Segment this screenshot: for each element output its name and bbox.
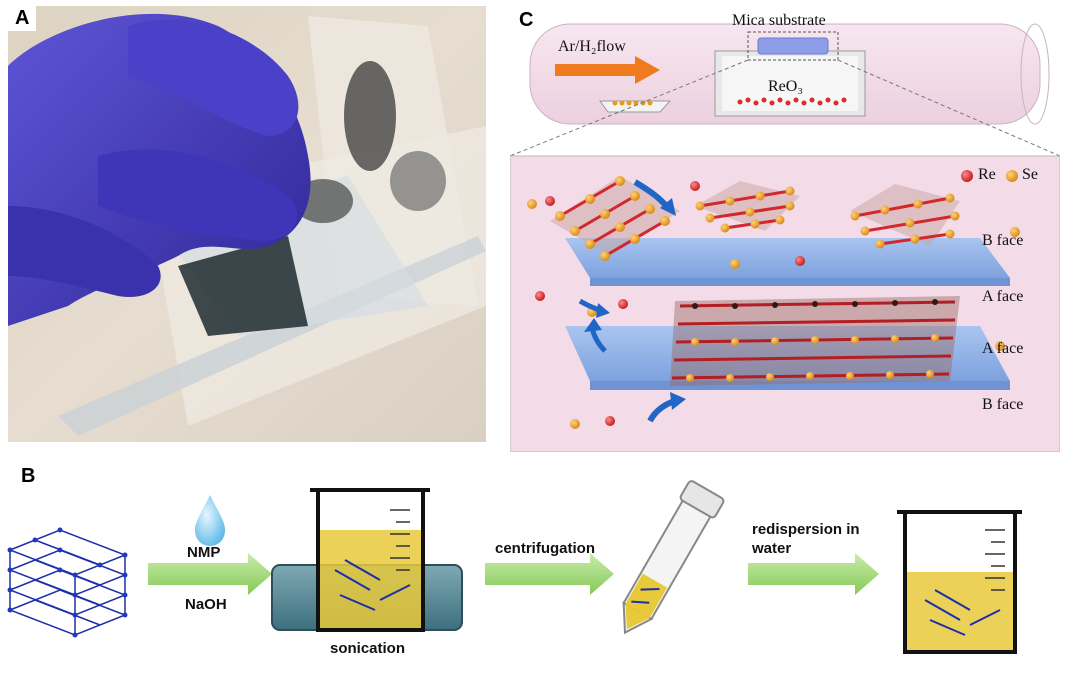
droplet-icon — [195, 495, 225, 546]
cvd-schematic — [509, 6, 1061, 453]
face-a-bottom-label: A face — [982, 340, 1024, 357]
face-a-top-label: A face — [982, 288, 1024, 305]
mica-substrate-label: Mica substrate — [732, 12, 826, 29]
flake-residue — [344, 61, 396, 171]
panel-a: A — [8, 6, 486, 442]
re-legend-icon — [961, 170, 973, 182]
exfoliation-photo — [8, 6, 486, 442]
process-arrow — [485, 553, 614, 595]
face-b-bottom-label: B face — [982, 396, 1024, 413]
se-legend-icon — [1006, 170, 1018, 182]
centrifuge-tube — [622, 480, 725, 635]
process-arrow — [148, 553, 272, 595]
se-atom — [995, 341, 1005, 351]
bulk-crystal — [7, 527, 128, 638]
se-atom — [1010, 227, 1020, 237]
flow-label: Ar/H₂flow — [558, 38, 626, 55]
se-boat — [599, 100, 672, 113]
rese2-crystal — [695, 181, 800, 233]
tube-end — [1020, 23, 1050, 125]
step-sonication: sonication — [330, 640, 406, 657]
legend-se-label: Se — [1022, 166, 1038, 183]
reagent-naoh: NaOH — [185, 596, 227, 613]
rese2-crystal-lower — [670, 296, 960, 386]
exfoliation-process — [7, 480, 1022, 654]
face-b-top-label: B face — [982, 232, 1024, 249]
se-atom — [570, 419, 580, 429]
glove-finger — [98, 149, 298, 241]
panel-b-label: B — [14, 464, 43, 489]
mica-slab-upper — [565, 238, 1010, 278]
re-atom — [535, 291, 545, 301]
glove-finger — [128, 19, 299, 137]
re-atom — [605, 416, 615, 426]
rese2-crystal — [550, 176, 680, 261]
rese2-crystal — [850, 184, 960, 249]
source-label: ReO₃ — [768, 78, 803, 95]
re-atom — [690, 181, 700, 191]
glove-finger — [8, 206, 161, 297]
panel-b: B NMP NaOH sonication centrifugation red… — [0, 460, 1065, 670]
step-redispersion: redispersion in water — [752, 521, 860, 557]
reagent-nmp: NMP — [187, 544, 221, 561]
panel-a-label: A — [8, 6, 37, 31]
zoom-box — [747, 31, 839, 61]
se-atom — [527, 199, 537, 209]
mica-substrate — [757, 37, 829, 55]
re-atom — [618, 299, 628, 309]
process-arrow — [748, 553, 879, 595]
legend-re-label: Re — [978, 166, 996, 183]
flow-arrow — [555, 56, 660, 84]
re-atom — [545, 196, 555, 206]
re-atom — [795, 256, 805, 266]
se-atom — [730, 259, 740, 269]
panel-c-label: C — [512, 8, 541, 33]
step-centrifugation: centrifugation — [495, 540, 595, 557]
dark-sample — [178, 236, 308, 336]
panel-c: C Mica substrate Ar/H₂flow ReO₃ Re Se B … — [509, 6, 1061, 453]
flake-residue — [390, 151, 446, 211]
